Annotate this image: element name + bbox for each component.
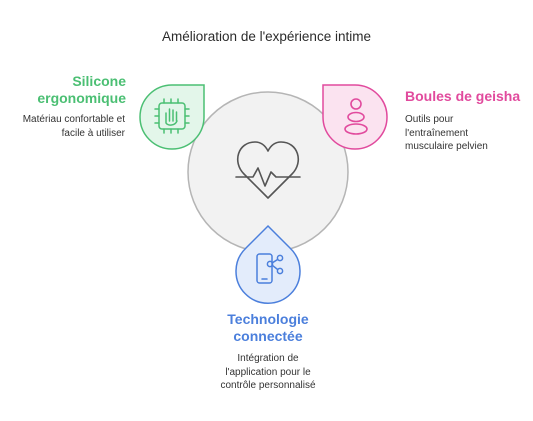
- phone-share-icon: [256, 253, 284, 284]
- technology-heading: Technologie connectée: [168, 311, 368, 345]
- silicone-description: Matériau confortable et facile à utilise…: [23, 113, 125, 140]
- technology-description-line-3: contrôle personnalisé: [220, 380, 316, 391]
- silicone-heading-line-2: ergonomique: [37, 90, 126, 106]
- technology-description: Intégration de l'application pour le con…: [168, 352, 368, 393]
- hand-chip-icon: [154, 98, 190, 134]
- geisha-heading: Boules de geisha: [405, 88, 520, 105]
- technology-heading-line-1: Technologie: [227, 311, 309, 327]
- technology-description-line-2: l'application pour le: [225, 366, 311, 378]
- technology-description-line-1: Intégration de: [237, 353, 299, 364]
- silicone-description-line-2: facile à utiliser: [61, 127, 125, 139]
- geisha-description-line-3: musculaire pelvien: [405, 141, 488, 152]
- geisha-description-line-2: l'entraînement: [405, 127, 469, 139]
- geisha-description: Outils pour l'entraînement musculaire pe…: [405, 113, 488, 154]
- geisha-description-line-1: Outils pour: [405, 114, 454, 125]
- silicone-heading-line-1: Silicone: [72, 73, 126, 89]
- diagram-title: Amélioration de l'expérience intime: [162, 29, 371, 44]
- technology-node: [235, 224, 301, 304]
- heart-pulse-icon: [235, 141, 301, 199]
- silicone-description-line-1: Matériau confortable et: [22, 114, 125, 125]
- silicone-node: [139, 84, 205, 150]
- stacked-stones-icon: [344, 98, 368, 135]
- geisha-node: [322, 84, 388, 150]
- geisha-heading-line-1: Boules de geisha: [405, 88, 521, 104]
- technology-heading-line-2: connectée: [233, 328, 303, 344]
- silicone-heading: Silicone ergonomique: [37, 73, 126, 107]
